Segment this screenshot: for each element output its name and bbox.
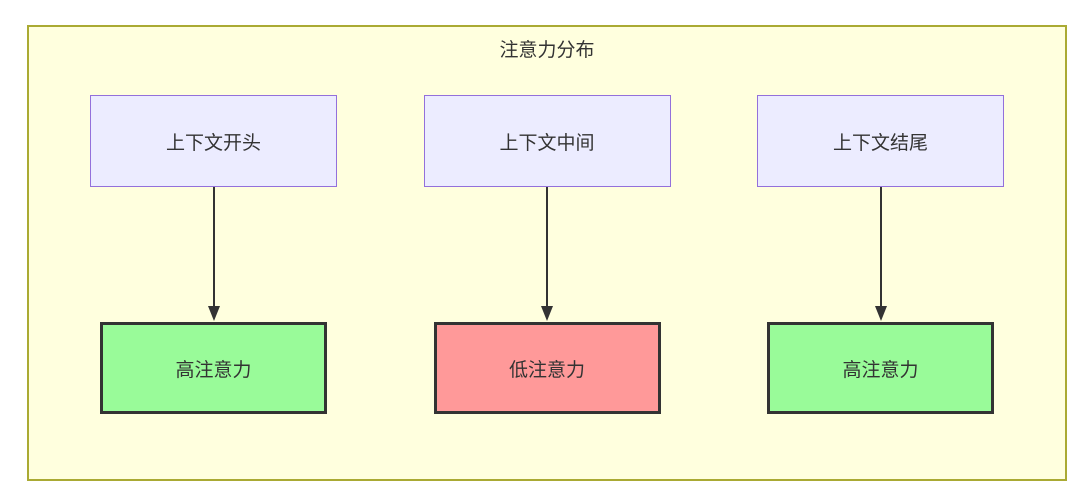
flow-column-start: 上下文开头 高注意力 xyxy=(90,95,337,414)
diagram-title: 注意力分布 xyxy=(499,40,595,61)
node-label: 高注意力 xyxy=(842,359,919,381)
arrow-down-connector xyxy=(541,187,553,321)
node-context-start: 上下文开头 xyxy=(90,95,337,187)
node-label: 高注意力 xyxy=(175,359,252,381)
attention-distribution-panel: 注意力分布 上下文开头 高注意力 上下文中间 xyxy=(27,25,1067,481)
node-high-attention-2: 高注意力 xyxy=(767,322,994,414)
flow-column-end: 上下文结尾 高注意力 xyxy=(757,95,1004,414)
arrow-down-connector xyxy=(874,187,887,321)
node-context-middle: 上下文中间 xyxy=(423,95,671,187)
node-context-end: 上下文结尾 xyxy=(757,95,1004,187)
node-label: 低注意力 xyxy=(508,359,585,381)
node-low-attention: 低注意力 xyxy=(433,322,661,414)
node-label: 上下文中间 xyxy=(499,132,595,154)
flow-row: 上下文开头 高注意力 上下文中间 低注意力 xyxy=(29,95,1065,414)
node-label: 上下文结尾 xyxy=(832,132,928,154)
flow-column-middle: 上下文中间 低注意力 xyxy=(423,95,671,414)
node-high-attention-1: 高注意力 xyxy=(100,322,327,414)
node-label: 上下文开头 xyxy=(165,132,261,154)
arrow-down-connector xyxy=(207,187,220,321)
